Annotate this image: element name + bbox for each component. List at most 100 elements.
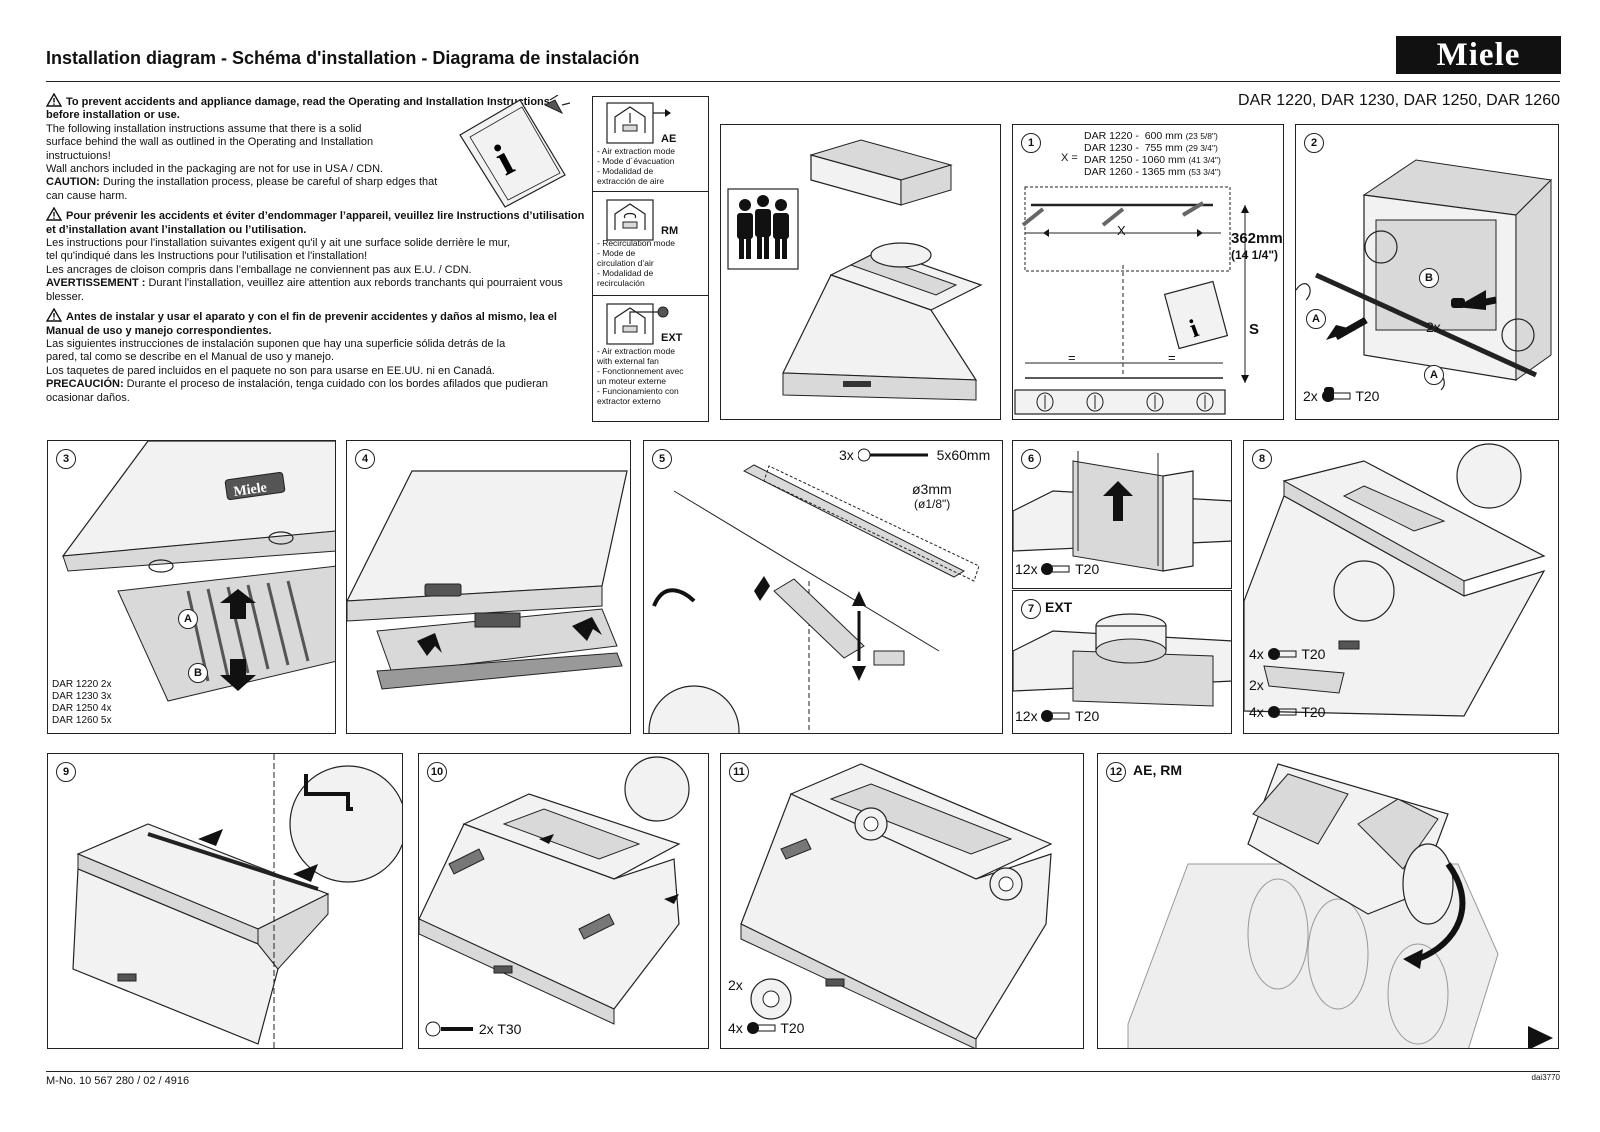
mode-ae-desc: - Air extraction mode- Mode d´évacuation… bbox=[597, 146, 675, 186]
step-7-panel: 7 EXT 12x T20 bbox=[1012, 590, 1232, 734]
safety-en-body2: Wall anchors included in the packaging a… bbox=[46, 163, 384, 176]
height-mm-label: 362mm bbox=[1231, 230, 1283, 247]
callout-a: A bbox=[178, 609, 198, 629]
screw-icon bbox=[1267, 648, 1297, 660]
hang-hood-illustration bbox=[72, 754, 402, 1048]
grease-filter-illustration: Miele bbox=[61, 441, 335, 702]
height-inch-label: (14 1/4") bbox=[1231, 248, 1279, 262]
step-2-panel: 2 B bbox=[1295, 124, 1559, 420]
callout-b: B bbox=[1419, 268, 1439, 288]
step-3-number: 3 bbox=[56, 449, 76, 469]
step-7-number: 7 bbox=[1021, 599, 1041, 619]
step-6-screw-spec: 12x T20 bbox=[1015, 561, 1100, 577]
ring-count-label: 2x bbox=[728, 977, 743, 993]
safety-es-lead: Antes de instalar y usar el aparato y co… bbox=[46, 308, 586, 338]
s-dimension-label: S bbox=[1249, 321, 1260, 338]
document-number: M-No. 10 567 280 / 02 / 4916 bbox=[46, 1075, 190, 1087]
step-8-screw-spec-b: 4x T20 bbox=[1249, 704, 1326, 720]
overview-panel bbox=[720, 124, 1001, 420]
modes-panel: AE - Air extraction mode- Mode d´évacuat… bbox=[592, 96, 709, 422]
warning-icon bbox=[46, 207, 62, 221]
drill-size-label: ø3mm bbox=[912, 481, 952, 497]
drawing-code: dai3770 bbox=[1531, 1073, 1560, 1082]
drill-size-inch: (ø1/8") bbox=[914, 497, 951, 511]
step-10-screw-spec: 2x T30 bbox=[425, 1020, 521, 1038]
model-list: DAR 1220, DAR 1230, DAR 1250, DAR 1260 bbox=[1238, 92, 1560, 109]
wall-rail-illustration bbox=[648, 464, 980, 733]
filter-removal-illustration bbox=[1296, 159, 1553, 401]
manual-book-illustration: i bbox=[459, 95, 571, 208]
safety-es-caution: PRECAUCIÓN: Durante el proceso de instal… bbox=[46, 378, 549, 404]
step-8-panel: 8 4x T20 2x 4x T20 bbox=[1243, 440, 1559, 734]
torx-screw-icon bbox=[425, 1021, 473, 1037]
step-10-panel: 10 2x T30 bbox=[418, 753, 709, 1049]
mode-ae-code: AE bbox=[661, 133, 677, 145]
long-screw-icon bbox=[857, 448, 928, 462]
step-8-plate-count: 2x bbox=[1249, 677, 1264, 693]
external-fan-adapter-illustration bbox=[1013, 613, 1231, 707]
mode-ext: EXT - Air extraction mode with external … bbox=[593, 296, 708, 421]
wall-screw-spec: 3x 5x60mm bbox=[839, 447, 991, 463]
header-divider bbox=[46, 81, 1560, 82]
recirculation-icon bbox=[606, 199, 654, 241]
width-x-label: X bbox=[1117, 223, 1126, 238]
model-dimension-list: DAR 1220 - 600 mm (23 5/8") DAR 1230 - 7… bbox=[1084, 130, 1221, 178]
warning-icon bbox=[46, 308, 62, 322]
page-title: Installation diagram - Schéma d'installa… bbox=[46, 48, 640, 68]
safety-en-caution: CAUTION: During the installation process… bbox=[46, 176, 438, 202]
air-extraction-icon bbox=[606, 102, 671, 144]
step-1-number: 1 bbox=[1021, 133, 1041, 153]
safety-notice: To prevent accidents and appliance damag… bbox=[46, 93, 586, 405]
step-1-panel: 1 X = DAR 1220 - 600 mm (23 5/8") DAR 12… bbox=[1012, 124, 1284, 420]
filter-strip-illustration bbox=[347, 470, 628, 690]
step-12-panel: 12 AE, RM bbox=[1097, 753, 1559, 1049]
mode-rm: RM - Recirculation mode- Mode de circula… bbox=[593, 192, 708, 296]
wall-measure-illustration: i bbox=[1014, 186, 1249, 415]
step-8-number: 8 bbox=[1252, 449, 1272, 469]
step-11-number: 11 bbox=[729, 762, 749, 782]
duct-cover-removal-illustration bbox=[1013, 451, 1231, 572]
mode-ae: AE - Air extraction mode- Mode d´évacuat… bbox=[593, 97, 708, 192]
safety-fr-caution: AVERTISSEMENT : Durant l'installation, v… bbox=[46, 277, 563, 303]
callout-b: B bbox=[188, 663, 208, 683]
mode-ext-desc: - Air extraction mode with external fan-… bbox=[597, 346, 684, 406]
external-fan-icon bbox=[606, 303, 669, 345]
footer-divider bbox=[46, 1071, 1560, 1072]
step-5-panel: 5 3x 5x60mm ø3mm (ø1/8") bbox=[643, 440, 1003, 734]
mode-ext-code: EXT bbox=[661, 332, 683, 344]
two-people-icon bbox=[737, 195, 789, 259]
step-7-screw-spec: 12x T20 bbox=[1015, 708, 1100, 724]
safety-fr-body1: Les instructions pour l'installation sui… bbox=[46, 237, 510, 263]
blower-insert-illustration bbox=[1127, 763, 1553, 1048]
screw-icon bbox=[746, 1022, 776, 1034]
step-7-mode-label: EXT bbox=[1045, 599, 1073, 615]
step-8-screw-spec-a: 4x T20 bbox=[1249, 646, 1326, 662]
equal-right-label: = bbox=[1168, 350, 1176, 365]
svg-text:Miele: Miele bbox=[233, 480, 268, 500]
callout-a-left: A bbox=[1306, 309, 1326, 329]
brand-logo: Miele bbox=[1396, 36, 1561, 74]
safety-es-body1: Las siguientes instrucciones de instalac… bbox=[46, 337, 506, 364]
step-4-number: 4 bbox=[355, 449, 375, 469]
step-12-mode-label: AE, RM bbox=[1133, 762, 1182, 778]
next-page-arrow bbox=[1528, 1026, 1553, 1048]
step-4-panel: 4 bbox=[346, 440, 631, 734]
step-9-number: 9 bbox=[56, 762, 76, 782]
step-6-number: 6 bbox=[1021, 449, 1041, 469]
callout-a-right: A bbox=[1424, 365, 1444, 385]
step-11-screw-spec: 4x T20 bbox=[728, 1020, 805, 1036]
x-equals-label: X = bbox=[1061, 152, 1078, 164]
step-12-number: 12 bbox=[1106, 762, 1126, 782]
screw-icon bbox=[1041, 710, 1070, 722]
mode-rm-code: RM bbox=[661, 225, 679, 237]
step-6-panel: 6 12x T20 bbox=[1012, 440, 1232, 589]
trim-ring-illustration bbox=[740, 763, 1053, 1048]
screw-icon bbox=[1321, 390, 1351, 402]
safety-en-body1: The following installation instructions … bbox=[46, 122, 374, 162]
safety-fr-lead: Pour prévenir les accidents et éviter d’… bbox=[46, 207, 586, 237]
step-2-number: 2 bbox=[1304, 133, 1324, 153]
overview-illustration bbox=[727, 139, 983, 401]
screw-count-label: 2x bbox=[1426, 319, 1441, 335]
